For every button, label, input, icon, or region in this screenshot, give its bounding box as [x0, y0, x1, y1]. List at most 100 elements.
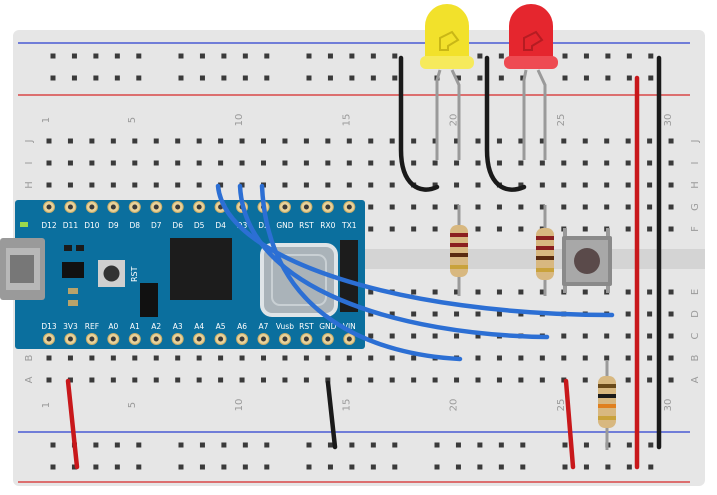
breadboard-hole — [518, 355, 524, 361]
breadboard-hole — [539, 182, 545, 188]
breadboard-hole — [282, 377, 288, 383]
blue-wire-d4 — [215, 183, 615, 318]
arduino-pin-label-bottom: A7 — [259, 322, 269, 331]
arduino-pin-hole — [218, 336, 224, 342]
red-led-rim — [504, 56, 558, 69]
breadboard-hole — [518, 289, 524, 295]
breadboard-hole — [625, 204, 631, 210]
breadboard-hole — [153, 182, 159, 188]
breadboard-hole — [561, 182, 567, 188]
rail-hole — [221, 53, 227, 59]
breadboard-hole — [46, 377, 52, 383]
rail-hole — [50, 75, 56, 81]
breadboard-hole — [196, 377, 202, 383]
breadboard-hole — [110, 377, 116, 383]
ftdi-chip — [340, 240, 358, 312]
breadboard-hole — [561, 160, 567, 166]
breadboard-hole — [475, 138, 481, 144]
arduino-pin-hole — [67, 336, 73, 342]
rail-hole — [306, 75, 312, 81]
breadboard-hole — [454, 377, 460, 383]
breadboard-hole — [475, 289, 481, 295]
arduino-pin-label-top: RX0 — [320, 221, 335, 230]
breadboard-hole — [411, 311, 417, 317]
rail-hole — [583, 442, 589, 448]
rail-hole — [520, 464, 526, 470]
rail-hole — [498, 53, 504, 59]
row-letter: J — [24, 140, 35, 144]
breadboard-hole — [561, 377, 567, 383]
smd-2 — [76, 245, 84, 251]
arduino-pin-label-top: TX1 — [341, 221, 357, 230]
yellow-led-leg-2 — [450, 69, 461, 160]
rail-hole — [498, 464, 504, 470]
breadboard-hole — [389, 355, 395, 361]
breadboard-hole — [625, 182, 631, 188]
rail-hole — [71, 75, 77, 81]
breadboard-hole — [110, 138, 116, 144]
arduino-pin-label-top: D2 — [258, 221, 269, 230]
rail-hole — [477, 442, 483, 448]
breadboard-hole — [561, 355, 567, 361]
breadboard-hole — [368, 204, 374, 210]
rail-hole — [434, 442, 440, 448]
row-letter: B — [690, 354, 701, 361]
arduino-pin-label-top: D5 — [194, 221, 205, 230]
arduino-pin-label-bottom: A5 — [216, 322, 226, 331]
rail-hole — [114, 442, 120, 448]
breadboard-hole — [454, 160, 460, 166]
rail-hole — [583, 53, 589, 59]
breadboard-hole — [625, 355, 631, 361]
rail-hole — [648, 442, 654, 448]
black-wire-yellow-led — [398, 55, 440, 192]
column-number: 30 — [663, 114, 674, 127]
resistor-3-band-3 — [598, 404, 616, 408]
rail-hole — [242, 75, 248, 81]
breadboard-hole — [582, 289, 588, 295]
breadboard-hole — [647, 377, 653, 383]
column-number: 30 — [663, 399, 674, 412]
smd-3 — [68, 288, 78, 294]
breadboard-hole — [282, 182, 288, 188]
rail-hole — [370, 442, 376, 448]
breadboard-hole — [668, 333, 674, 339]
arduino-pin-label-bottom: A0 — [108, 322, 118, 331]
breadboard-hole — [454, 289, 460, 295]
breadboard-hole — [175, 182, 181, 188]
black-wire-red-led — [484, 55, 527, 192]
arduino-pin-hole — [153, 204, 159, 210]
black-wires — [325, 55, 662, 450]
column-number: 5 — [127, 117, 138, 123]
rail-hole — [136, 53, 142, 59]
resistor-1-band-4 — [450, 265, 468, 269]
rail-hole — [648, 75, 654, 81]
arduino-pin-hole — [153, 336, 159, 342]
resistor-1 — [450, 205, 468, 296]
breadboard-hole — [454, 182, 460, 188]
breadboard-hole — [368, 311, 374, 317]
rail-hole — [199, 75, 205, 81]
pushbutton-leg-br — [606, 283, 610, 293]
row-letter: F — [690, 226, 701, 232]
rail-hole — [264, 75, 270, 81]
rail-hole — [434, 464, 440, 470]
arduino-pin-label-top: D12 — [41, 221, 57, 230]
arduino-pin-label-top: D9 — [108, 221, 119, 230]
column-number: 15 — [341, 114, 352, 127]
rail-hole — [349, 464, 355, 470]
arduino-pin-hole — [175, 204, 181, 210]
arduino-pin-label-bottom: REF — [85, 322, 99, 331]
breadboard-hole — [496, 355, 502, 361]
breadboard-hole — [539, 204, 545, 210]
breadboard-hole — [282, 138, 288, 144]
arduino-pin-hole — [110, 336, 116, 342]
breadboard-hole — [325, 377, 331, 383]
led-indicator — [20, 222, 28, 227]
breadboard-hole — [239, 377, 245, 383]
breadboard-hole — [647, 289, 653, 295]
breadboard-hole — [411, 138, 417, 144]
breadboard-hole — [196, 182, 202, 188]
rail-hole — [199, 53, 205, 59]
breadboard-hole — [132, 355, 138, 361]
